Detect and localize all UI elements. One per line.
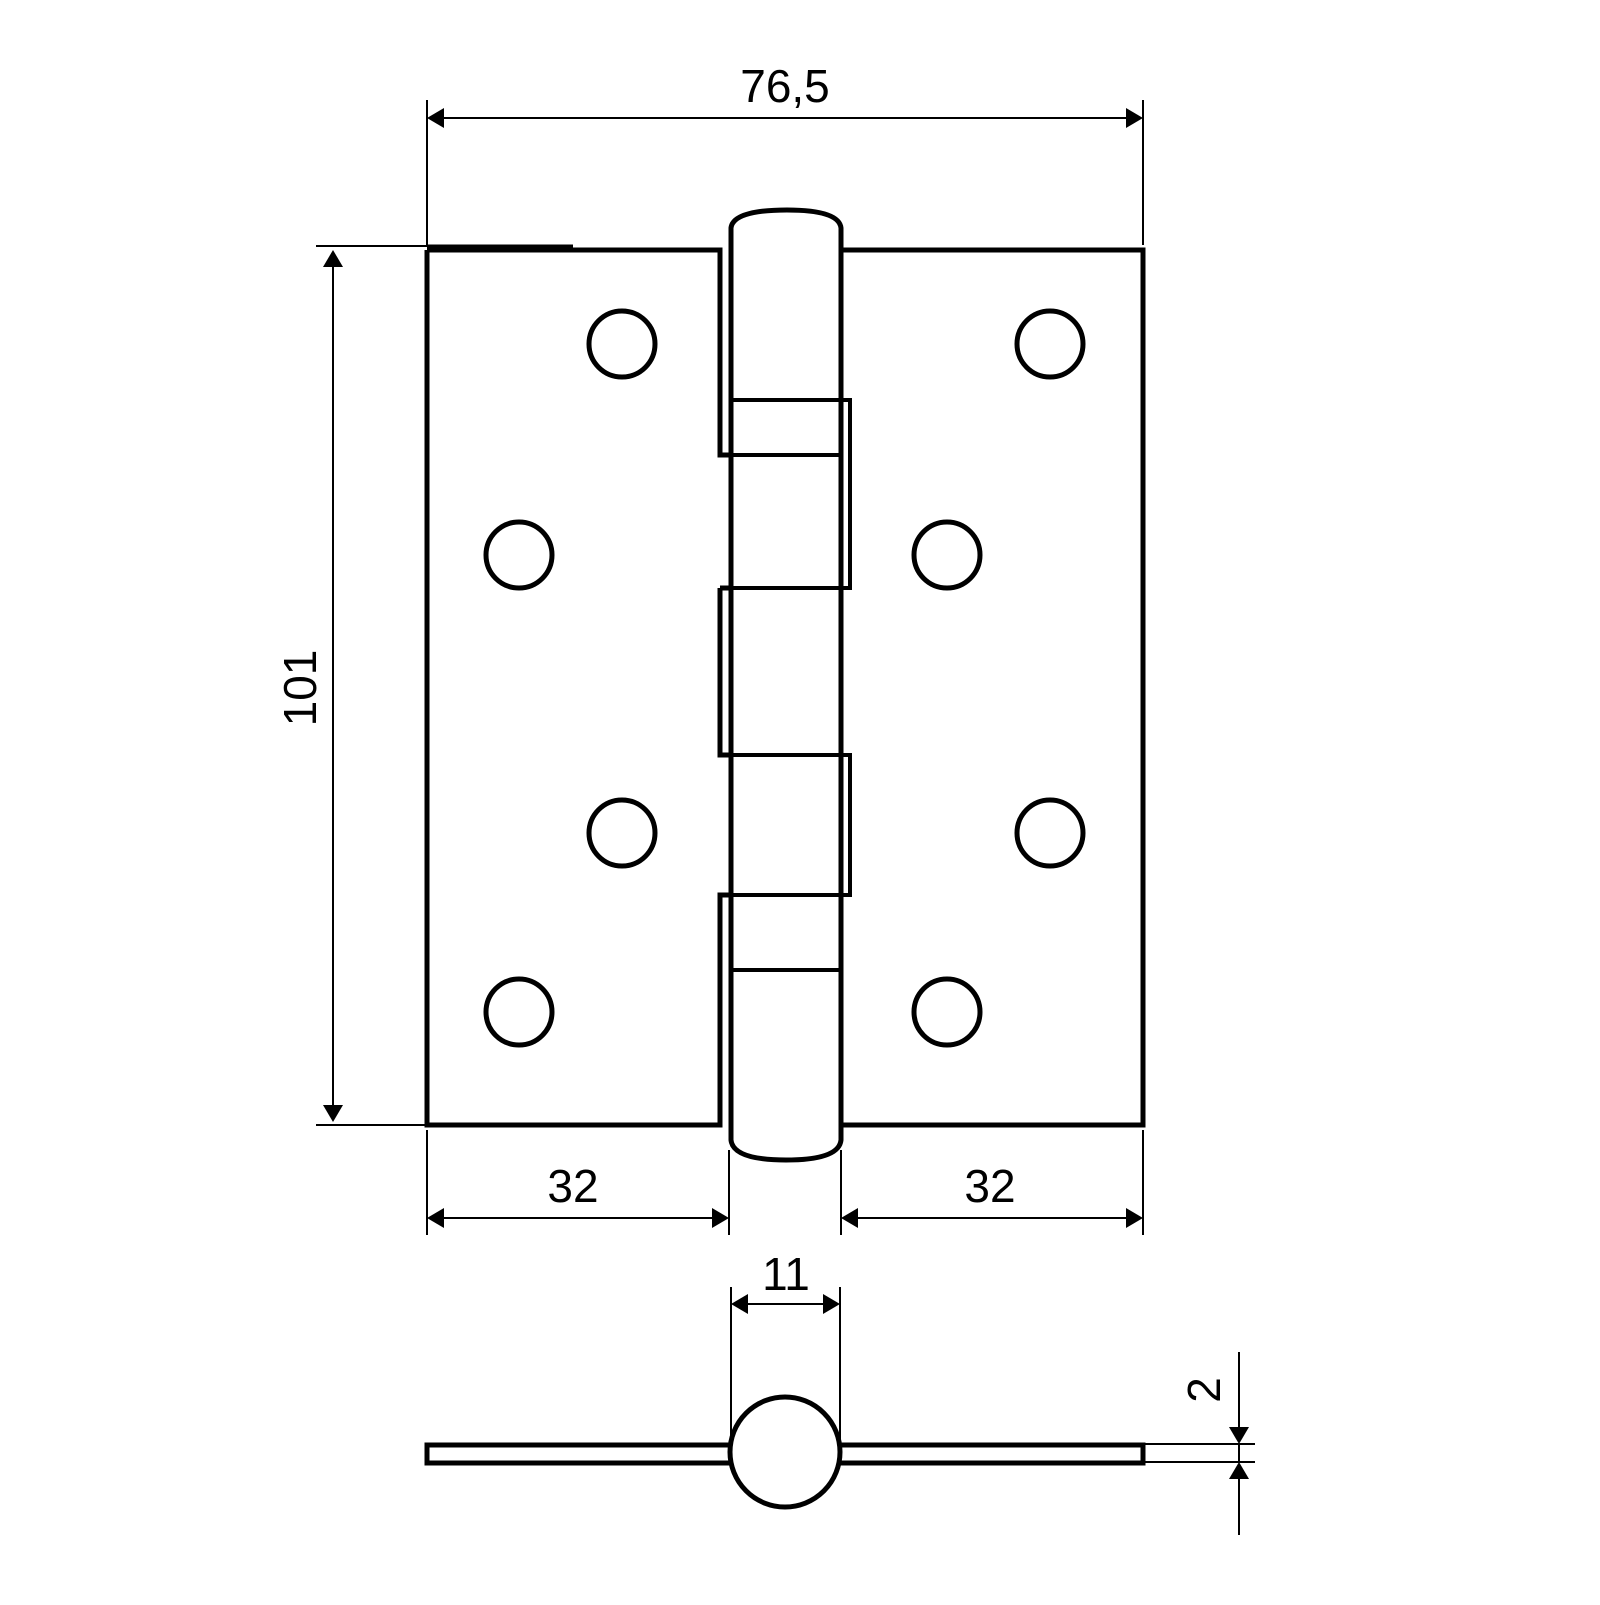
knuckle-section — [727, 1394, 843, 1510]
dimension-knuckle-diameter: 11 — [730, 1248, 841, 1445]
dimension-height: 101 — [274, 245, 427, 1126]
dimension-right-leaf-width: 32 — [840, 1130, 1144, 1235]
left-leaf — [424, 244, 733, 1128]
screw-hole — [911, 976, 983, 1048]
dimension-label-overall-width: 76,5 — [740, 60, 830, 112]
screw-hole — [586, 797, 658, 869]
dimension-label-left-leaf-width: 32 — [547, 1160, 598, 1212]
screw-hole — [911, 519, 983, 591]
right-leaf — [841, 247, 1146, 1128]
top-view — [424, 1394, 1146, 1510]
right-leaf-holes — [911, 308, 1086, 1048]
left-leaf-holes — [483, 308, 658, 1048]
screw-hole — [586, 308, 658, 380]
dimension-label-knuckle-diameter: 11 — [762, 1248, 810, 1300]
front-view — [424, 207, 1146, 1163]
knuckle-barrel — [728, 207, 844, 1163]
dimension-overall-width: 76,5 — [426, 60, 1144, 245]
dimension-label-right-leaf-width: 32 — [964, 1160, 1015, 1212]
knuckle-segments — [720, 398, 852, 972]
screw-hole — [1014, 797, 1086, 869]
left-leaf-section — [424, 1442, 735, 1466]
dimension-label-leaf-thickness: 2 — [1178, 1377, 1230, 1403]
dimension-left-leaf-width: 32 — [426, 1130, 730, 1235]
dimension-leaf-thickness: 2 — [1143, 1352, 1255, 1535]
dimension-label-height: 101 — [274, 650, 326, 727]
screw-hole — [1014, 308, 1086, 380]
screw-hole — [483, 976, 555, 1048]
right-leaf-section — [835, 1442, 1146, 1466]
screw-hole — [483, 519, 555, 591]
